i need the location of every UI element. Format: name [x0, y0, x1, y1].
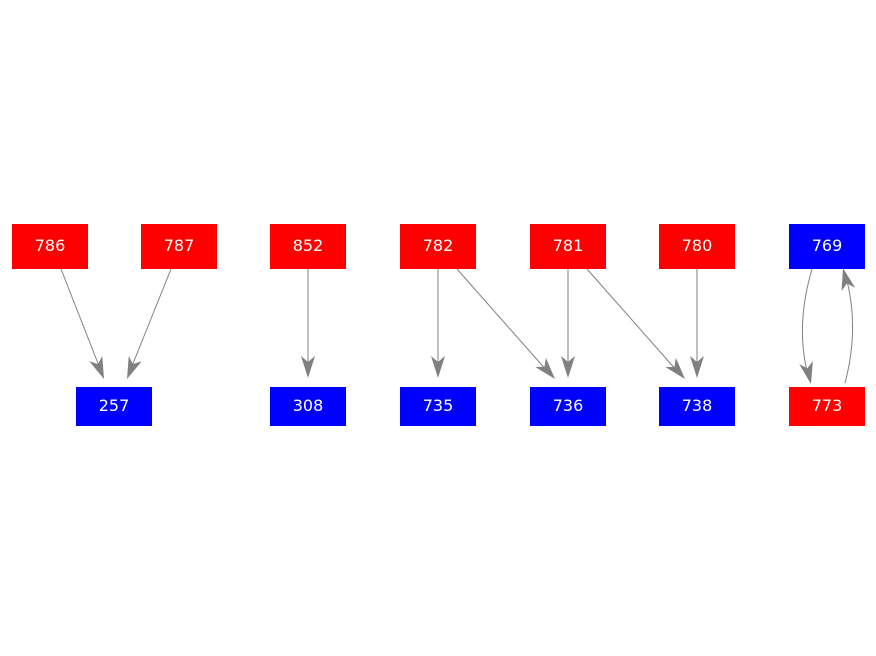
- node-label: 786: [34, 235, 66, 255]
- graph-edge: [127, 268, 172, 379]
- edge-arrowhead: [841, 268, 856, 292]
- node-label: 787: [163, 235, 195, 255]
- graph-edge: [799, 268, 813, 384]
- graph-node-852[interactable]: 852: [270, 224, 346, 269]
- edge-arrowhead: [89, 355, 104, 379]
- edge-line: [801, 268, 813, 376]
- graph-node-781[interactable]: 781: [530, 224, 606, 269]
- node-label: 257: [98, 395, 130, 415]
- node-label: 308: [292, 395, 324, 415]
- graph-edge: [690, 269, 704, 378]
- edge-line: [129, 268, 172, 372]
- graph-edge: [561, 269, 575, 378]
- graph-node-738[interactable]: 738: [659, 387, 735, 426]
- graph-edge: [301, 269, 315, 378]
- edge-arrowhead: [799, 360, 813, 384]
- graph-node-308[interactable]: 308: [270, 387, 346, 426]
- graph-node-780[interactable]: 780: [659, 224, 735, 269]
- graph-node-787[interactable]: 787: [141, 224, 217, 269]
- edge-arrowhead: [690, 356, 704, 378]
- edge-arrowhead: [431, 356, 445, 378]
- node-label: 735: [422, 395, 454, 415]
- graph-edge: [60, 268, 104, 379]
- graph-node-257[interactable]: 257: [76, 387, 152, 426]
- graph-node-782[interactable]: 782: [400, 224, 476, 269]
- graph-node-773[interactable]: 773: [789, 387, 865, 426]
- node-label: 769: [811, 235, 843, 255]
- edge-line: [586, 268, 679, 373]
- graph-node-786[interactable]: 786: [12, 224, 88, 269]
- node-label: 780: [681, 235, 713, 255]
- node-label: 773: [811, 395, 843, 415]
- edge-line: [844, 276, 854, 384]
- edge-line: [456, 268, 549, 373]
- graph-edge: [841, 268, 856, 384]
- graph-edge: [456, 268, 555, 379]
- edge-line: [60, 268, 102, 372]
- node-label: 852: [292, 235, 324, 255]
- node-label: 738: [681, 395, 713, 415]
- node-label: 782: [422, 235, 454, 255]
- edge-arrowhead: [301, 356, 315, 378]
- graph-node-736[interactable]: 736: [530, 387, 606, 426]
- graph-edge: [586, 268, 685, 379]
- edge-arrowhead: [535, 357, 555, 379]
- graph-node-769[interactable]: 769: [789, 224, 865, 269]
- edge-arrowhead: [561, 356, 575, 378]
- node-label: 736: [552, 395, 584, 415]
- graph-edge: [431, 269, 445, 378]
- edge-arrowhead: [665, 357, 685, 379]
- node-label: 781: [552, 235, 584, 255]
- graph-node-735[interactable]: 735: [400, 387, 476, 426]
- edge-arrowhead: [127, 355, 142, 379]
